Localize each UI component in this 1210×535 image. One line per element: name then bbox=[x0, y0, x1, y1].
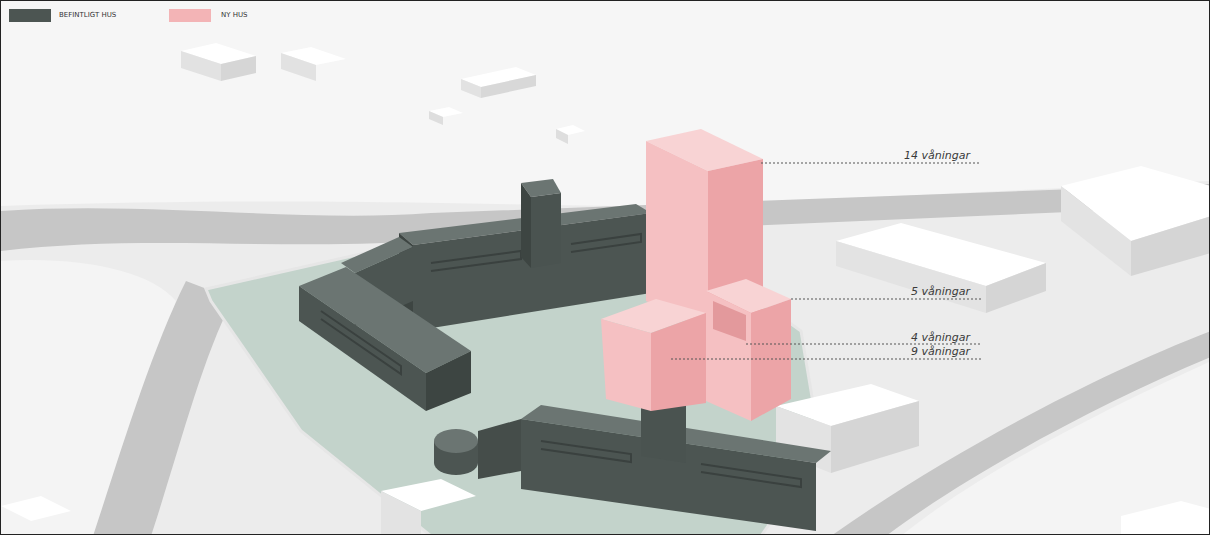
facade bbox=[601, 319, 651, 411]
building-wall bbox=[986, 263, 1046, 313]
gable bbox=[521, 183, 531, 268]
facade bbox=[531, 193, 561, 268]
facade bbox=[299, 286, 426, 411]
building-wall bbox=[556, 129, 568, 144]
floor-count-label: 5 våningar bbox=[911, 286, 970, 298]
building-wall bbox=[1131, 216, 1210, 276]
building-roof bbox=[1121, 501, 1210, 535]
leader-line bbox=[791, 299, 981, 300]
leader-line bbox=[671, 359, 981, 360]
terrace bbox=[713, 301, 746, 341]
terrain-southeast bbox=[901, 361, 1210, 535]
building-wall bbox=[836, 241, 986, 313]
building-wall bbox=[381, 491, 421, 535]
road bbox=[93, 281, 233, 535]
building-wall bbox=[461, 79, 481, 98]
facade bbox=[478, 419, 521, 479]
leader-lines bbox=[671, 163, 981, 359]
gable bbox=[426, 351, 471, 411]
terrain-north bbox=[1, 1, 1210, 206]
legend-text: BEFINTLIGT HUS bbox=[59, 11, 116, 20]
building-roof bbox=[1, 496, 71, 521]
floor-count-label: 14 våningar bbox=[904, 150, 970, 162]
facade bbox=[651, 313, 706, 411]
building-wall bbox=[181, 51, 221, 81]
floor-count-label: 4 våningar bbox=[911, 332, 970, 344]
window-band bbox=[541, 441, 631, 462]
legend-swatch bbox=[9, 9, 51, 22]
road bbox=[831, 331, 1210, 535]
window-band bbox=[701, 464, 801, 487]
building-wall bbox=[481, 75, 536, 98]
facade bbox=[706, 291, 751, 421]
legend-swatch bbox=[169, 9, 211, 22]
new-buildings bbox=[601, 129, 791, 421]
building-wall bbox=[281, 53, 316, 81]
facade bbox=[751, 299, 791, 421]
building-wall bbox=[221, 56, 256, 81]
window-band bbox=[431, 251, 521, 271]
legend-text: NY HUS bbox=[221, 11, 248, 20]
building-wall bbox=[1061, 186, 1131, 276]
window-band bbox=[321, 311, 401, 374]
floor-count-label: 9 våningar bbox=[911, 346, 970, 358]
window-band bbox=[571, 234, 641, 252]
leader-line bbox=[761, 163, 981, 164]
surrounding-buildings bbox=[1, 43, 1210, 535]
building-wall bbox=[429, 111, 443, 125]
round-tower-roof bbox=[434, 429, 478, 453]
building-wall bbox=[831, 401, 919, 473]
